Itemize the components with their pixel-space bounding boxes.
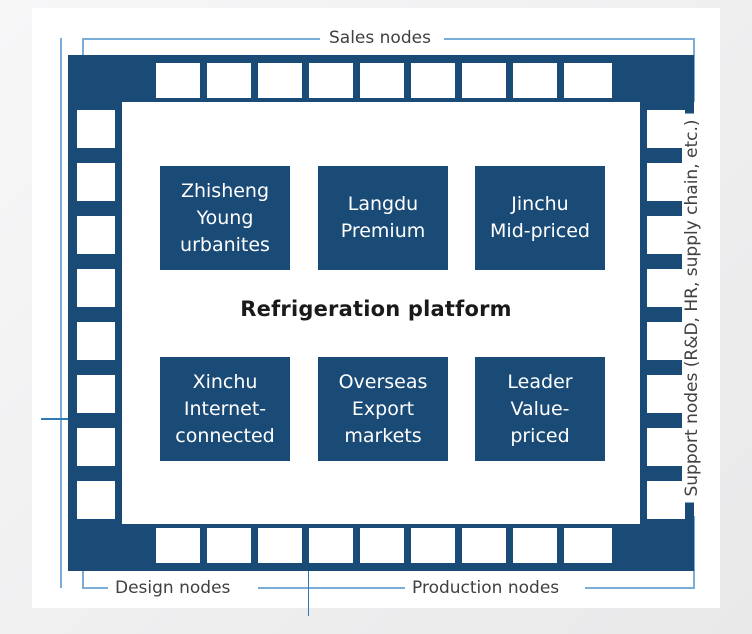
bracket-top-right-rule — [444, 38, 694, 40]
ring-cell-top-1[interactable] — [156, 63, 200, 98]
ring-cell-bottom-1[interactable] — [156, 528, 200, 563]
brand-position-2: connected — [175, 424, 275, 447]
ring-cell-bottom-9[interactable] — [564, 528, 612, 563]
ring-cell-top-6[interactable] — [411, 63, 455, 98]
bracket-top-left-rule — [82, 38, 320, 40]
ring-cell-bottom-2[interactable] — [207, 528, 251, 563]
ring-cell-bottom-7[interactable] — [462, 528, 506, 563]
bracket-right-spine-lower — [693, 516, 695, 588]
ring-cell-right-7[interactable] — [647, 428, 685, 466]
label-sales-nodes: Sales nodes — [322, 28, 438, 48]
left-guide-line — [60, 38, 62, 588]
brand-position-2: urbanites — [180, 233, 270, 256]
ring-cell-top-2[interactable] — [207, 63, 251, 98]
brand-position-1: Internet- — [183, 397, 267, 420]
brand-position-1: Premium — [340, 220, 426, 242]
ring-cell-left-2[interactable] — [77, 163, 115, 201]
brand-name: Xinchu — [192, 370, 258, 393]
brand-card-jinchu[interactable]: Jinchu Mid-priced — [475, 166, 605, 270]
ring-cell-left-6[interactable] — [77, 375, 115, 413]
bottom-divider-line — [308, 528, 309, 616]
brand-position-1: Mid-priced — [490, 220, 590, 242]
ring-cell-bottom-6[interactable] — [411, 528, 455, 563]
brand-name: Leader — [507, 370, 573, 393]
brand-name: Overseas — [338, 370, 428, 393]
brand-card-langdu[interactable]: Langdu Premium — [318, 166, 448, 270]
brand-position-1: Export — [351, 397, 415, 420]
ring-cell-bottom-5[interactable] — [360, 528, 404, 563]
ring-cell-left-3[interactable] — [77, 216, 115, 254]
ring-cell-bottom-4[interactable] — [309, 528, 353, 563]
ring-cell-right-5[interactable] — [647, 322, 685, 360]
brand-name: Jinchu — [511, 193, 569, 215]
ring-cell-left-8[interactable] — [77, 481, 115, 519]
label-design-nodes: Design nodes — [108, 578, 238, 598]
bracket-bottom-rule-b — [258, 587, 406, 589]
brand-card-xinchu[interactable]: Xinchu Internet- connected — [160, 357, 290, 461]
ring-cell-right-8[interactable] — [647, 481, 685, 519]
ring-cell-left-7[interactable] — [77, 428, 115, 466]
bracket-right-spine-upper — [693, 38, 695, 102]
brand-name: Zhisheng — [180, 179, 270, 202]
ring-cell-right-4[interactable] — [647, 269, 685, 307]
bracket-bottom-rule-c — [585, 587, 695, 589]
brand-card-leader[interactable]: Leader Value-priced — [475, 357, 605, 461]
ring-cell-top-8[interactable] — [513, 63, 557, 98]
ring-cell-top-5[interactable] — [360, 63, 404, 98]
bracket-bottom-rule-a — [82, 587, 110, 589]
brand-position-1: Young — [196, 206, 254, 229]
ring-cell-left-4[interactable] — [77, 269, 115, 307]
label-support-nodes: Support nodes (R&D, HR, supply chain, et… — [682, 113, 702, 503]
ring-cell-top-3[interactable] — [258, 63, 302, 98]
ring-cell-top-4[interactable] — [309, 63, 353, 98]
ring-cell-right-3[interactable] — [647, 216, 685, 254]
ring-cell-right-2[interactable] — [647, 163, 685, 201]
ring-cell-top-9[interactable] — [564, 63, 612, 98]
brand-position-1: Value-priced — [510, 397, 570, 447]
platform-title: Refrigeration platform — [240, 297, 512, 321]
bracket-bottom-left-stub — [82, 570, 84, 588]
ring-cell-bottom-8[interactable] — [513, 528, 557, 563]
brand-card-overseas[interactable]: Overseas Export markets — [318, 357, 448, 461]
ring-cell-right-6[interactable] — [647, 375, 685, 413]
ring-cell-top-7[interactable] — [462, 63, 506, 98]
ring-cell-left-5[interactable] — [77, 322, 115, 360]
label-production-nodes: Production nodes — [405, 578, 567, 598]
brand-position-2: markets — [344, 424, 422, 447]
ring-cell-left-1[interactable] — [77, 110, 115, 148]
brand-card-zhisheng[interactable]: Zhisheng Young urbanites — [160, 166, 290, 270]
bracket-top-left-stub — [82, 38, 84, 56]
ring-cell-right-1[interactable] — [647, 110, 685, 148]
brand-name: Langdu — [347, 193, 419, 215]
ring-cell-bottom-3[interactable] — [258, 528, 302, 563]
